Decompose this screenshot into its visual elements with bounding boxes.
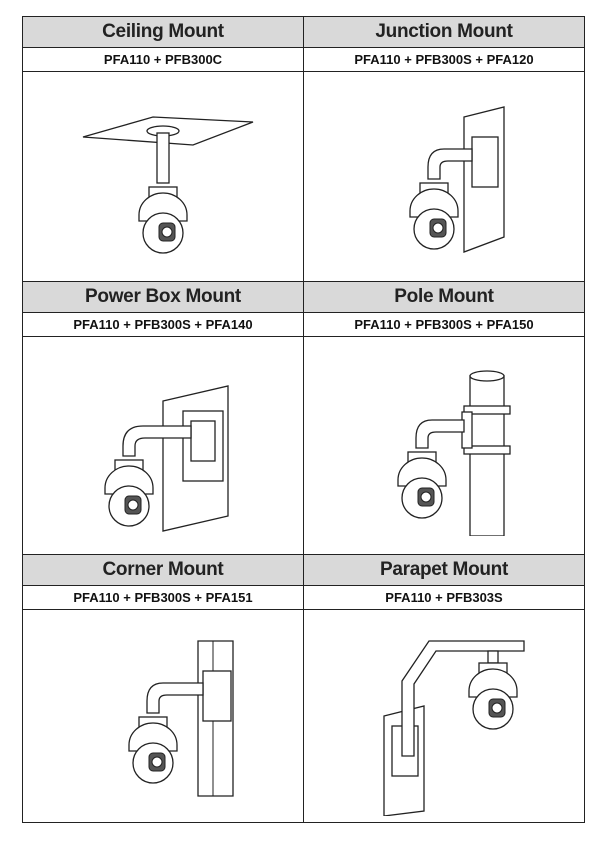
mount-title: Corner Mount bbox=[22, 554, 304, 586]
mount-title: Junction Mount bbox=[303, 16, 585, 48]
power-box-mount-illustration bbox=[22, 336, 304, 555]
mount-parts: PFA110 + PFB300S + PFA151 bbox=[22, 585, 304, 610]
mount-parts: PFA110 + PFB300C bbox=[22, 47, 304, 72]
mount-options-table: Ceiling Mount Junction Mount PFA110 + PF… bbox=[22, 16, 585, 823]
mount-title: Power Box Mount bbox=[22, 281, 304, 313]
mount-title: Pole Mount bbox=[303, 281, 585, 313]
mount-title: Parapet Mount bbox=[303, 554, 585, 586]
junction-mount-illustration bbox=[303, 71, 585, 282]
mount-title: Ceiling Mount bbox=[22, 16, 304, 48]
parapet-mount-illustration bbox=[303, 609, 585, 823]
mount-parts: PFA110 + PFB300S + PFA140 bbox=[22, 312, 304, 337]
ceiling-mount-illustration bbox=[22, 71, 304, 282]
mount-parts: PFA110 + PFB300S + PFA150 bbox=[303, 312, 585, 337]
mount-parts: PFA110 + PFB300S + PFA120 bbox=[303, 47, 585, 72]
corner-mount-illustration bbox=[22, 609, 304, 823]
pole-mount-illustration bbox=[303, 336, 585, 555]
mount-parts: PFA110 + PFB303S bbox=[303, 585, 585, 610]
